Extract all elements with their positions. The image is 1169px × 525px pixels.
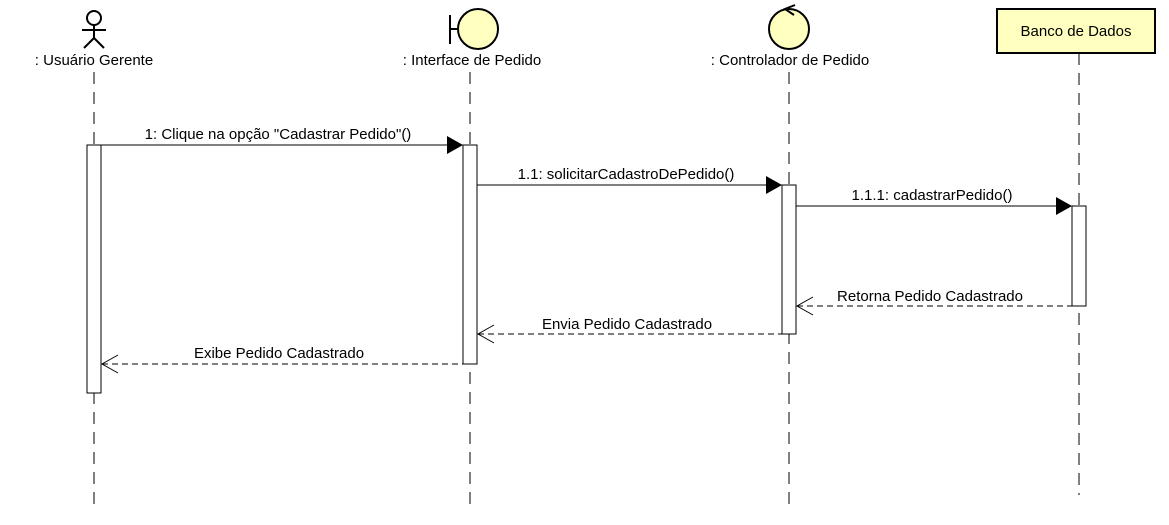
boundary-icon — [449, 8, 499, 50]
return-message-1: Retorna Pedido Cadastrado — [795, 288, 1072, 316]
message-1: 1: Clique na opção "Cadastrar Pedido"() — [101, 126, 463, 154]
return-message-2: Envia Pedido Cadastrado — [476, 316, 782, 344]
message-label: 1.1: solicitarCadastroDePedido() — [518, 166, 735, 183]
participant-actor: : Usuário Gerente — [35, 10, 153, 510]
activation-bar — [781, 184, 797, 335]
open-arrowhead-icon — [100, 354, 119, 374]
message-label: Envia Pedido Cadastrado — [542, 316, 712, 333]
activation-bar — [462, 144, 478, 365]
participant-label: Banco de Dados — [1021, 23, 1132, 40]
participant-label: : Usuário Gerente — [35, 52, 153, 69]
filled-arrowhead-icon — [766, 176, 782, 194]
open-arrowhead-icon — [795, 296, 814, 316]
participant-box — [996, 8, 1156, 54]
activation-bar — [1071, 205, 1087, 307]
activation-bar — [86, 144, 102, 394]
participant-label: : Controlador de Pedido — [711, 52, 869, 69]
participant-control: : Controlador de Pedido — [711, 4, 869, 510]
participant-label: : Interface de Pedido — [403, 52, 541, 69]
message-label: Exibe Pedido Cadastrado — [194, 345, 364, 362]
message-label: 1: Clique na opção "Cadastrar Pedido"() — [145, 126, 412, 143]
participant-database: Banco de Dados — [996, 8, 1156, 495]
filled-arrowhead-icon — [1056, 197, 1072, 215]
message-label: Retorna Pedido Cadastrado — [837, 288, 1023, 305]
message-1-1: 1.1: solicitarCadastroDePedido() — [477, 166, 782, 194]
filled-arrowhead-icon — [447, 136, 463, 154]
participant-boundary: : Interface de Pedido — [403, 8, 541, 510]
open-arrowhead-icon — [476, 324, 495, 344]
return-message-3: Exibe Pedido Cadastrado — [100, 345, 463, 374]
control-icon — [768, 4, 810, 50]
message-1-1-1: 1.1.1: cadastrarPedido() — [796, 187, 1072, 215]
message-label: 1.1.1: cadastrarPedido() — [852, 187, 1013, 204]
actor-stick-figure-icon — [82, 10, 106, 49]
